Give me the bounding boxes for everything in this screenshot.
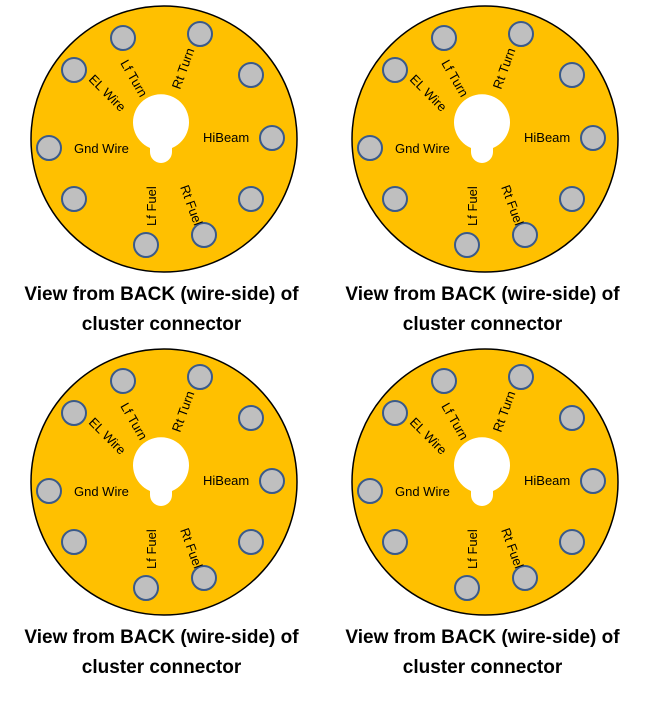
pin-gnd-wire — [36, 478, 62, 504]
caption-line-1: View from BACK (wire-side) of — [345, 284, 620, 305]
connector-diagram: Lf Turn Rt Turn EL Wire HiBeam Gnd Wire … — [30, 348, 298, 616]
label-hibeam: HiBeam — [524, 130, 570, 145]
pin-lf-turn — [110, 368, 136, 394]
pin-lower-right — [238, 186, 264, 212]
pin-rt-fuel — [512, 222, 538, 248]
pin-rt-turn — [508, 21, 534, 47]
label-lf-fuel: Lf Fuel — [465, 529, 480, 569]
pin-upper-right — [238, 62, 264, 88]
pin-lower-left — [382, 186, 408, 212]
pin-lower-right — [559, 186, 585, 212]
pin-lower-left — [382, 529, 408, 555]
pin-lower-left — [61, 186, 87, 212]
center-keyhole — [454, 94, 510, 163]
pin-rt-turn — [187, 21, 213, 47]
pin-hibeam — [580, 125, 606, 151]
label-lf-fuel: Lf Fuel — [144, 186, 159, 226]
diagram-caption: View from BACK (wire-side) of cluster co… — [0, 623, 323, 683]
pin-rt-fuel — [512, 565, 538, 591]
caption-line-2: cluster connector — [81, 314, 242, 335]
pin-rt-fuel — [191, 565, 217, 591]
pin-rt-turn — [508, 364, 534, 390]
center-keyhole — [133, 94, 189, 163]
label-hibeam: HiBeam — [203, 130, 249, 145]
label-hibeam: HiBeam — [203, 473, 249, 488]
connector-panel-3: Lf Turn Rt Turn EL Wire HiBeam Gnd Wire … — [0, 343, 323, 701]
pin-lf-turn — [110, 25, 136, 51]
pin-lf-turn — [431, 368, 457, 394]
connector-panel-4: Lf Turn Rt Turn EL Wire HiBeam Gnd Wire … — [321, 343, 644, 701]
pin-gnd-wire — [36, 135, 62, 161]
pin-gnd-wire — [357, 478, 383, 504]
caption-line-1: View from BACK (wire-side) of — [24, 627, 299, 648]
pin-hibeam — [259, 468, 285, 494]
caption-line-2: cluster connector — [402, 314, 563, 335]
pin-lf-fuel — [454, 232, 480, 258]
pin-lower-right — [238, 529, 264, 555]
label-gnd-wire: Gnd Wire — [395, 484, 450, 499]
pin-rt-fuel — [191, 222, 217, 248]
connector-panel-1: Lf Turn Rt Turn EL Wire HiBeam Gnd Wire … — [0, 0, 323, 358]
diagram-caption: View from BACK (wire-side) of cluster co… — [321, 280, 644, 340]
caption-line-2: cluster connector — [402, 657, 563, 678]
pin-rt-turn — [187, 364, 213, 390]
label-hibeam: HiBeam — [524, 473, 570, 488]
label-lf-fuel: Lf Fuel — [144, 529, 159, 569]
label-gnd-wire: Gnd Wire — [74, 141, 129, 156]
pin-gnd-wire — [357, 135, 383, 161]
pin-el-wire — [61, 400, 87, 426]
caption-line-1: View from BACK (wire-side) of — [345, 627, 620, 648]
connector-diagram: Lf Turn Rt Turn EL Wire HiBeam Gnd Wire … — [30, 5, 298, 273]
pin-el-wire — [61, 57, 87, 83]
pin-upper-right — [238, 405, 264, 431]
pin-upper-right — [559, 405, 585, 431]
pin-hibeam — [259, 125, 285, 151]
label-gnd-wire: Gnd Wire — [395, 141, 450, 156]
pin-lf-turn — [431, 25, 457, 51]
connector-panel-2: Lf Turn Rt Turn EL Wire HiBeam Gnd Wire … — [321, 0, 644, 358]
pin-lf-fuel — [454, 575, 480, 601]
pin-lower-left — [61, 529, 87, 555]
caption-line-1: View from BACK (wire-side) of — [24, 284, 299, 305]
connector-diagram: Lf Turn Rt Turn EL Wire HiBeam Gnd Wire … — [351, 348, 619, 616]
pin-upper-right — [559, 62, 585, 88]
caption-line-2: cluster connector — [81, 657, 242, 678]
pin-lf-fuel — [133, 232, 159, 258]
pin-hibeam — [580, 468, 606, 494]
pin-lower-right — [559, 529, 585, 555]
label-lf-fuel: Lf Fuel — [465, 186, 480, 226]
center-keyhole — [454, 437, 510, 506]
pin-lf-fuel — [133, 575, 159, 601]
connector-diagram: Lf Turn Rt Turn EL Wire HiBeam Gnd Wire … — [351, 5, 619, 273]
pin-el-wire — [382, 400, 408, 426]
diagram-caption: View from BACK (wire-side) of cluster co… — [321, 623, 644, 683]
pin-el-wire — [382, 57, 408, 83]
center-keyhole — [133, 437, 189, 506]
label-gnd-wire: Gnd Wire — [74, 484, 129, 499]
diagram-caption: View from BACK (wire-side) of cluster co… — [0, 280, 323, 340]
